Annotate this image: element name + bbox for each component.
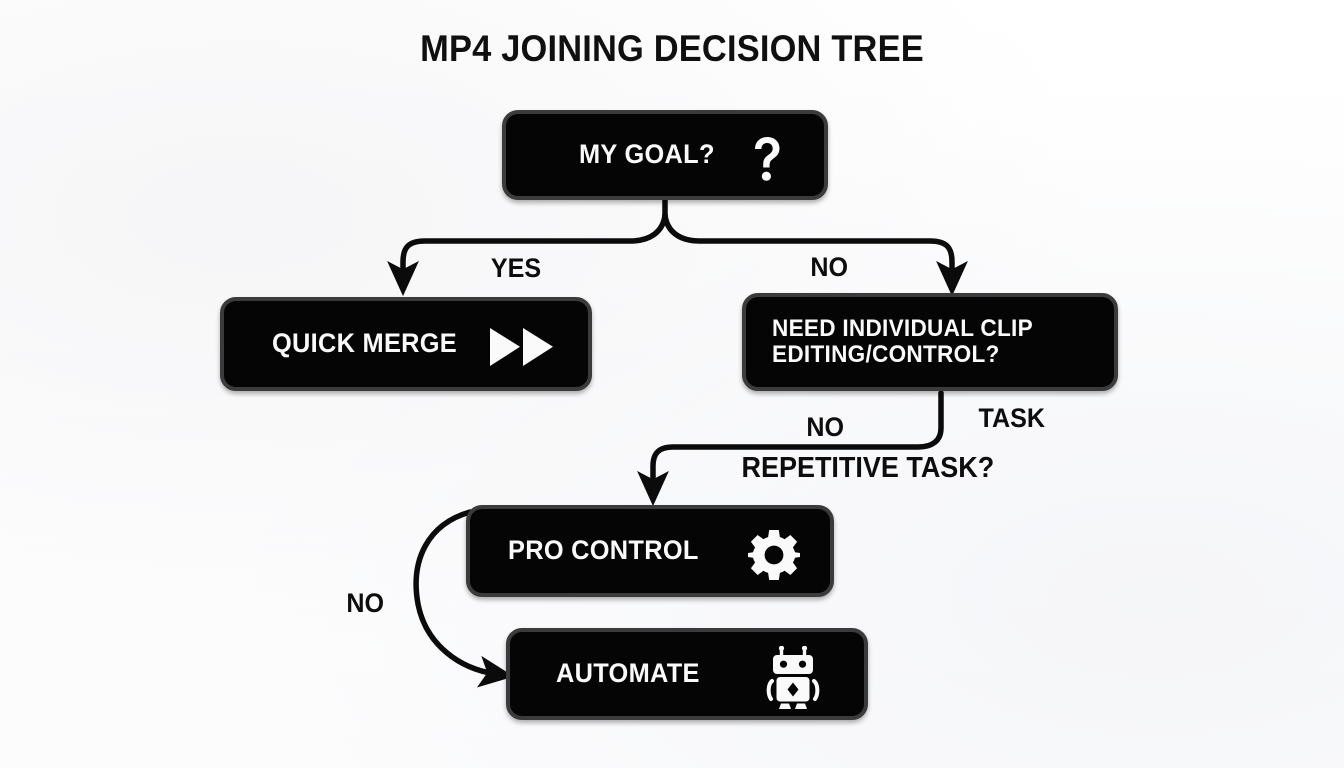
node-need-individual-clip-editing[interactable]: NEED INDIVIDUAL CLIP EDITING/CONTROL? (742, 293, 1118, 391)
question-mark-icon (750, 136, 784, 187)
node-my-goal[interactable]: MY GOAL? (502, 110, 828, 200)
node-pro-control-label: PRO CONTROL (508, 535, 699, 566)
edge-label-no-pro: NO (346, 588, 385, 618)
edge-label-no-right: NO (810, 252, 849, 282)
node-pro-control[interactable]: PRO CONTROL (466, 505, 834, 597)
edge-root-to-decision (662, 212, 968, 297)
annotation-task: TASK (978, 403, 1045, 433)
gear-icon (745, 529, 803, 586)
edge-label-yes: YES (490, 253, 542, 283)
node-quick-merge-label: QUICK MERGE (272, 328, 458, 359)
robot-icon (764, 645, 822, 715)
node-automate[interactable]: AUTOMATE (506, 628, 868, 720)
page-title: MP4 JOINING DECISION TREE (420, 28, 924, 69)
edge-label-no-decision: NO (806, 412, 845, 442)
fast-forward-icon (488, 325, 556, 374)
node-need-individual-clip-editing-label: NEED INDIVIDUAL CLIP EDITING/CONTROL? (772, 315, 1033, 368)
node-my-goal-label: MY GOAL? (578, 139, 715, 170)
annotation-repetitive-task: REPETITIVE TASK? (741, 452, 995, 484)
node-quick-merge[interactable]: QUICK MERGE (220, 297, 592, 391)
node-automate-label: AUTOMATE (556, 658, 700, 689)
